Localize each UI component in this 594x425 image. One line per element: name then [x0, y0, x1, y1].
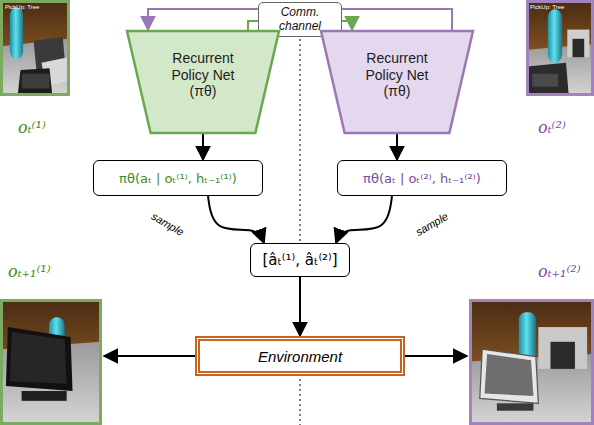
observation-image — [548, 9, 562, 62]
observation-image — [2, 2, 69, 95]
observation-image — [22, 391, 67, 401]
policy-net-trapezoid: Recurrent Policy Net (πθ) — [126, 30, 280, 134]
node-text: [âₜ⁽¹⁾, âₜ⁽²⁾] — [262, 251, 337, 269]
policy-box: πθ(aₜ | oₜ⁽¹⁾, hₜ₋₁⁽¹⁾) — [93, 160, 263, 196]
action-box: [âₜ⁽¹⁾, âₜ⁽²⁾] — [250, 243, 350, 277]
trapezoid-outline — [127, 31, 279, 133]
observation-image — [527, 2, 592, 94]
node-text: Environment — [258, 348, 342, 365]
observation-label: oₜ⁽¹⁾ — [18, 118, 46, 137]
connector-arrow — [202, 134, 204, 160]
observation-image — [2, 2, 68, 94]
observation-image — [527, 2, 592, 94]
observation-image — [527, 63, 569, 94]
observation-image — [528, 2, 593, 95]
observation-image — [470, 300, 592, 423]
observation-image — [573, 39, 585, 57]
observation-image — [470, 300, 593, 424]
screen-caption: PickUp: Tree — [530, 4, 564, 10]
observation-image — [22, 74, 50, 89]
connector-arrow — [396, 134, 398, 160]
observation-image — [2, 2, 69, 95]
node-text: Recurrent Policy Net (πθ) — [358, 50, 436, 100]
observation-image — [527, 2, 593, 95]
observation-image — [10, 8, 23, 60]
node-text: Comm. channel — [259, 6, 341, 32]
observation-image — [480, 349, 539, 403]
observation-image — [2, 300, 101, 424]
observation-image — [532, 74, 558, 87]
observation-image — [567, 30, 589, 58]
environment-box: Environment — [195, 336, 405, 376]
observation-arrow — [104, 355, 195, 357]
observation-image — [2, 301, 101, 424]
observation-arrow — [405, 355, 467, 357]
observation-image — [2, 2, 68, 94]
observation-label: oₜ⁽²⁾ — [538, 118, 566, 137]
observation-label: oₜ₊₁⁽¹⁾ — [8, 262, 51, 281]
node-text: πθ(aₜ | oₜ⁽¹⁾, hₜ₋₁⁽¹⁾) — [119, 171, 237, 186]
observation-image — [471, 301, 593, 424]
node-text: πθ(aₜ | oₜ⁽²⁾, hₜ₋₁⁽²⁾) — [363, 171, 481, 186]
observation-label: oₜ₊₁⁽²⁾ — [538, 262, 581, 281]
observation-image — [551, 342, 575, 369]
observation-image — [497, 403, 534, 410]
policy-net-trapezoid: Recurrent Policy Net (πθ) — [320, 30, 474, 134]
edge-label: sample — [413, 209, 451, 238]
screen-caption: PickUp: Tree — [5, 4, 39, 10]
edge-label: sample — [149, 209, 187, 238]
connector-arrow — [299, 277, 301, 336]
observation-image — [470, 300, 592, 423]
trapezoid-outline — [321, 31, 473, 133]
connector-arrow — [336, 196, 392, 243]
observation-image — [10, 332, 67, 384]
node-text: Recurrent Policy Net (πθ) — [164, 50, 242, 100]
observation-image — [538, 327, 587, 369]
observation-image — [6, 327, 73, 391]
observation-image — [2, 300, 100, 423]
connector-arrow — [208, 196, 264, 243]
observation-image — [2, 300, 100, 423]
policy-box: πθ(aₜ | oₜ⁽²⁾, hₜ₋₁⁽²⁾) — [337, 160, 507, 196]
observation-image — [18, 68, 52, 94]
observation-image — [485, 354, 534, 396]
